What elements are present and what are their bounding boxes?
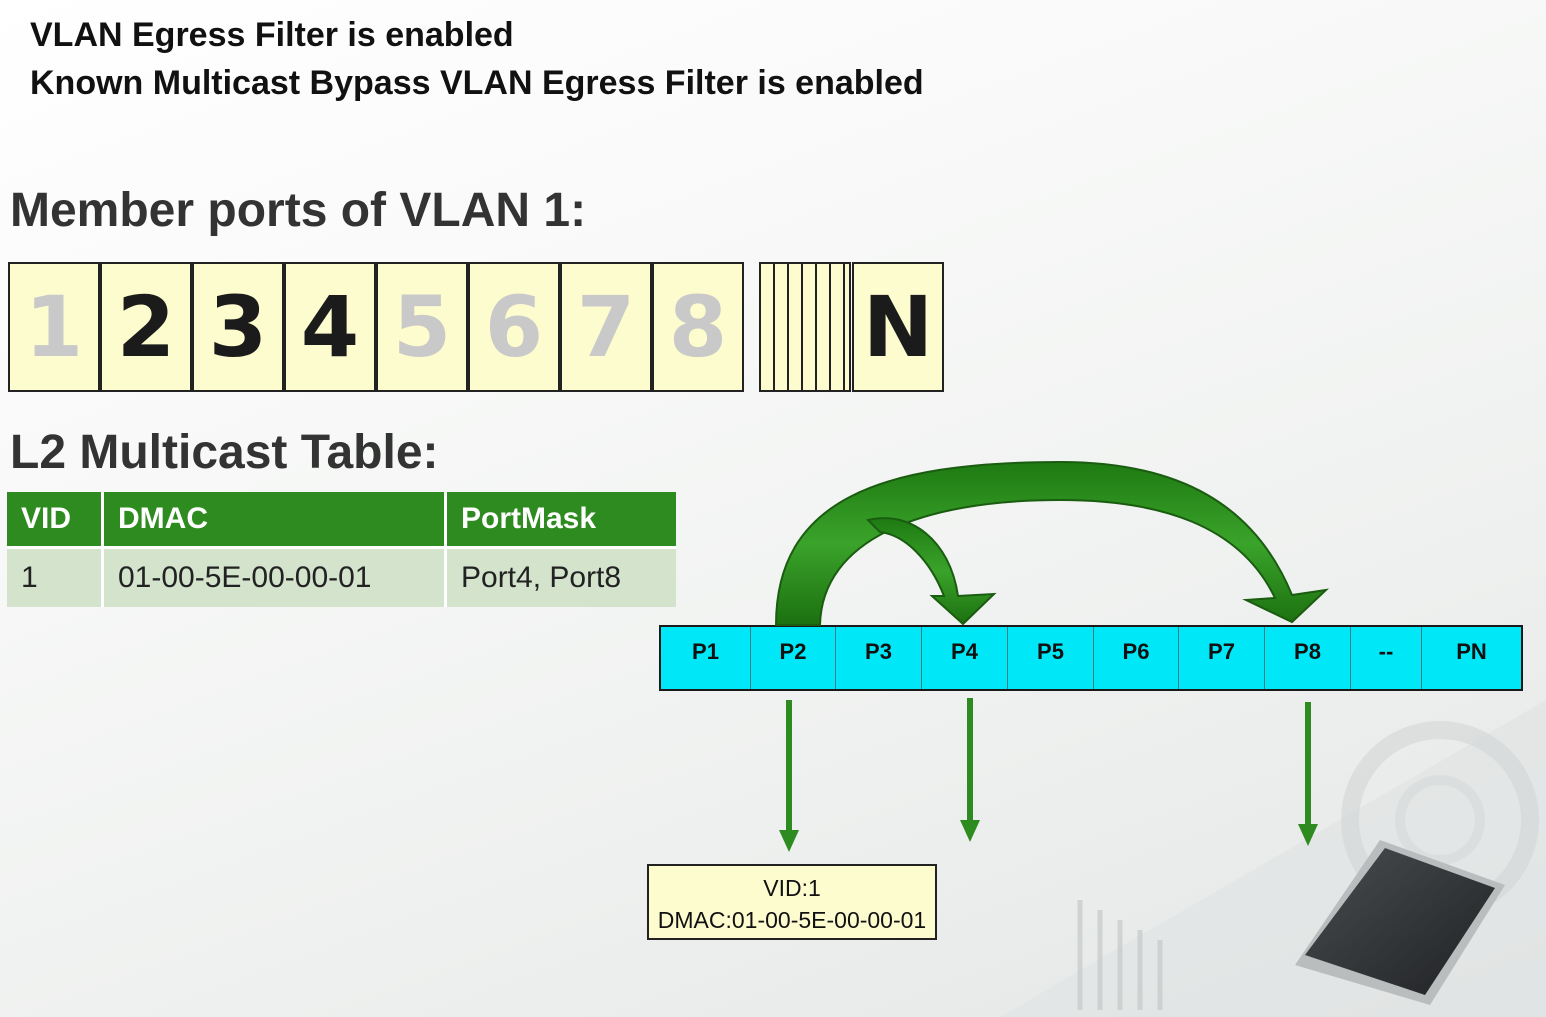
member-port-6: 6 <box>468 262 560 392</box>
switch-port-p8: P8 <box>1265 627 1351 689</box>
egress-arrow-p2 <box>779 700 799 852</box>
table-row: 1 01-00-5E-00-00-01 Port4, Port8 <box>7 546 676 607</box>
member-port-7: 7 <box>560 262 652 392</box>
member-port-8: 8 <box>652 262 744 392</box>
switch-port-p4: P4 <box>922 627 1008 689</box>
member-port-5: 5 <box>376 262 468 392</box>
packet-frame-box: VID:1 DMAC:01-00-5E-00-00-01 <box>647 864 937 940</box>
arc-arrow-to-p4 <box>866 517 997 626</box>
bypass-filter-status: Known Multicast Bypass VLAN Egress Filte… <box>30 64 924 102</box>
frame-dmac: DMAC:01-00-5E-00-00-01 <box>657 907 927 933</box>
switch-port-p5: P5 <box>1008 627 1094 689</box>
member-port-2: 2 <box>100 262 192 392</box>
member-port-1: 1 <box>8 262 100 392</box>
frame-vid: VID:1 <box>763 875 821 901</box>
member-port-n: N <box>852 262 944 392</box>
multicast-table-title: L2 Multicast Table: <box>10 426 439 479</box>
member-port-4: 4 <box>284 262 376 392</box>
switch-port-p2: P2 <box>751 627 836 689</box>
table-header-row: VID DMAC PortMask <box>7 492 676 548</box>
switch-port-p7: P7 <box>1179 627 1265 689</box>
arc-arrow-to-p8 <box>774 460 1330 626</box>
egress-arrow-p8 <box>1298 702 1318 846</box>
chip-icon <box>1295 840 1505 1005</box>
member-port-3: 3 <box>192 262 284 392</box>
switch-port-p6: P6 <box>1094 627 1179 689</box>
switch-port-p1: P1 <box>661 627 751 689</box>
egress-filter-status: VLAN Egress Filter is enabled <box>30 16 514 54</box>
header-vid: VID <box>7 492 104 548</box>
header-dmac: DMAC <box>102 492 447 548</box>
cell-portmask: Port4, Port8 <box>445 546 676 607</box>
cell-dmac: 01-00-5E-00-00-01 <box>102 546 447 607</box>
switch-port-ellipsis: -- <box>1351 627 1422 689</box>
switch-port-pn: PN <box>1456 639 1487 664</box>
header-portmask: PortMask <box>445 492 676 548</box>
cell-vid: 1 <box>7 546 104 607</box>
switch-port-p3: P3 <box>836 627 922 689</box>
member-ports-title: Member ports of VLAN 1: <box>10 184 587 237</box>
l2-multicast-table: VID DMAC PortMask 1 01-00-5E-00-00-01 Po… <box>7 492 676 607</box>
egress-arrow-p4 <box>960 698 980 842</box>
port-stack-ellipsis <box>759 262 851 392</box>
